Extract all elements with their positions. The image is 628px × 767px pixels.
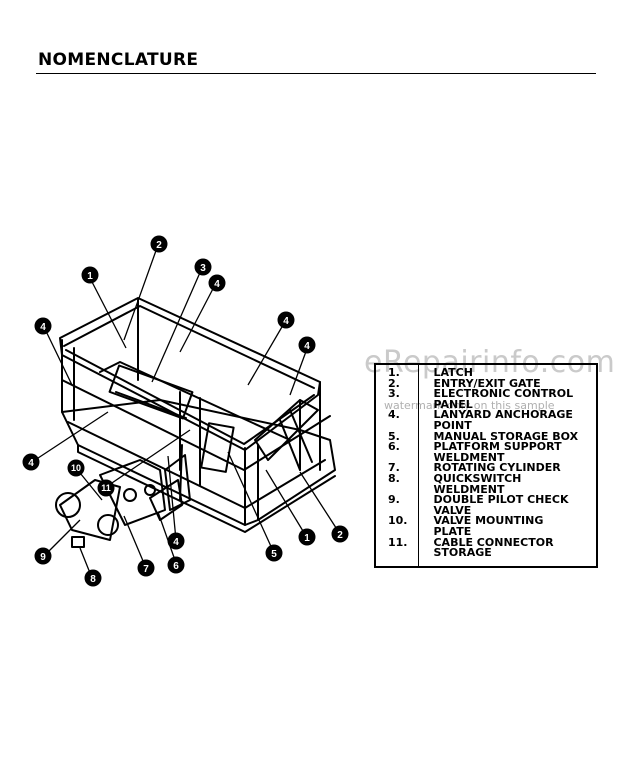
callout-label: 10 bbox=[71, 463, 81, 473]
page-title: NOMENCLATURE bbox=[38, 50, 199, 70]
callout-label: 4 bbox=[28, 458, 34, 469]
callout-label: 1 bbox=[87, 271, 93, 282]
legend-row: 4.LANYARD ANCHORAGE POINT bbox=[388, 408, 573, 432]
legend-row: 2.ENTRY/EXIT GATE bbox=[388, 376, 541, 390]
legend-row: 10.VALVE MOUNTING PLATE bbox=[388, 514, 544, 538]
legend-row: 1.LATCH bbox=[388, 366, 473, 379]
legend-row: 6.PLATFORM SUPPORT WELDMENT bbox=[388, 440, 562, 464]
watermark-text: eRepairinfo.com bbox=[364, 345, 616, 380]
legend-row: 5.MANUAL STORAGE BOX bbox=[388, 429, 579, 443]
callout-label: 6 bbox=[173, 561, 179, 572]
callout-label: 2 bbox=[337, 530, 343, 541]
callout-label: 9 bbox=[40, 552, 46, 563]
legend-list: 1.LATCH 2.ENTRY/EXIT GATE 3.ELECTRONIC C… bbox=[376, 366, 596, 560]
callout-label: 8 bbox=[90, 574, 96, 585]
legend-row: 11.CABLE CONNECTOR STORAGE bbox=[388, 535, 554, 560]
callout-label: 4 bbox=[304, 341, 310, 352]
callout-label: 1 bbox=[304, 533, 310, 544]
legend-row: 8.QUICKSWITCH WELDMENT bbox=[388, 471, 522, 496]
callout-label: 4 bbox=[283, 316, 289, 327]
callout-label: 5 bbox=[271, 549, 277, 560]
watermark-subtext: watermark only on this sample bbox=[384, 399, 555, 412]
callout-label: 11 bbox=[101, 483, 111, 493]
legend-row: 7.ROTATING CYLINDER bbox=[388, 461, 561, 475]
callout-label: 2 bbox=[156, 240, 162, 251]
title-rule bbox=[36, 73, 596, 74]
legend-row: 9.DOUBLE PILOT CHECK VALVE bbox=[388, 493, 569, 517]
callout-label: 3 bbox=[200, 263, 206, 274]
legend-divider bbox=[418, 365, 419, 566]
callout-label: 4 bbox=[173, 537, 179, 548]
callout-label: 7 bbox=[143, 564, 149, 575]
legend-table: 1.LATCH 2.ENTRY/EXIT GATE 3.ELECTRONIC C… bbox=[374, 363, 598, 568]
legend-row: 3.ELECTRONIC CONTROL PANEL bbox=[388, 387, 574, 411]
callout-label: 4 bbox=[214, 279, 220, 290]
callout-label: 4 bbox=[40, 322, 46, 333]
